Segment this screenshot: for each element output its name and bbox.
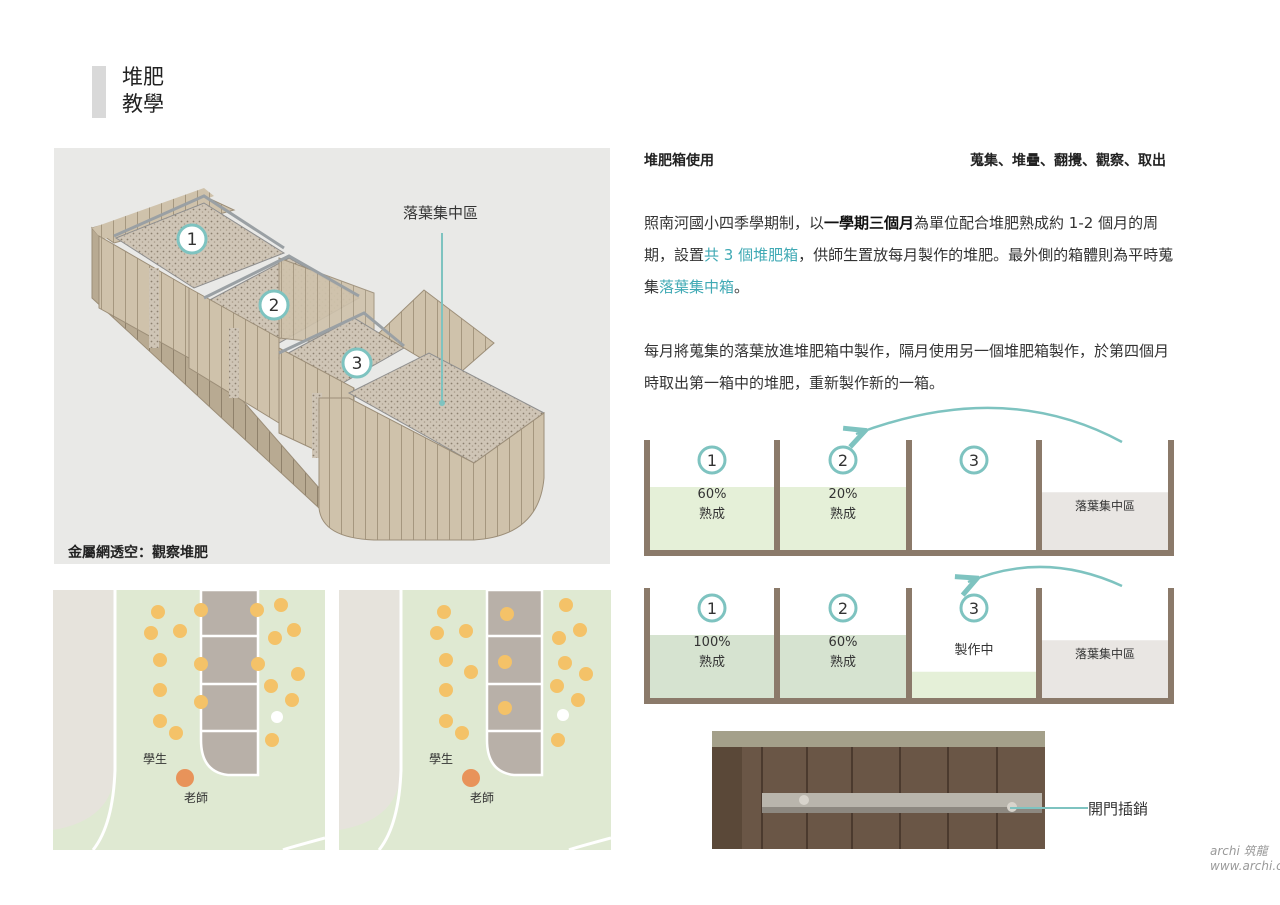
bin-top-2-fill (780, 487, 906, 550)
bin-top-wall (1168, 440, 1174, 556)
bin-bottom-4-fill (1042, 640, 1168, 698)
bin-top-1-percent: 60% (698, 487, 727, 502)
bin-top-1-fill (650, 487, 774, 550)
bin-top-3-number: 3 (969, 451, 979, 470)
bins-row-top: 1 60% 熟成 2 20% 熟成 3 落葉集中區 (644, 440, 1174, 556)
teacher-label: 老師 (470, 791, 494, 805)
section-title: 堆肥箱使用 (644, 153, 714, 169)
bin-top-1-number: 1 (707, 451, 717, 470)
bin-bottom-2-fill (780, 635, 906, 698)
teacher-dot (462, 769, 480, 787)
site-plan-right: 學生 老師 (339, 590, 611, 850)
bin-top-2-state: 熟成 (830, 506, 856, 522)
students-dots (430, 598, 593, 747)
bin-bottom-wall (906, 588, 912, 704)
bin-top-wall (1036, 440, 1042, 556)
latch-photo-drawing (712, 731, 1045, 849)
para1-text-4: 。 (734, 278, 750, 296)
bin-bottom-3-state: 製作中 (954, 643, 993, 658)
bin-bottom-1-number: 1 (707, 599, 717, 618)
page-title: 堆肥 教學 (122, 64, 164, 118)
bin-bottom-3-fill (912, 671, 1036, 698)
bin-top-3-badge (959, 445, 989, 475)
marker-dot (557, 709, 569, 721)
bin-bottom-2-state: 熟成 (830, 654, 856, 670)
bin-bottom-wall (774, 588, 780, 704)
bin-top-wall (644, 440, 650, 556)
bin-bottom-floor (644, 698, 1174, 704)
intro-paragraph: 照南河國小四季學期制，以一學期三個月為單位配合堆肥熟成約 1-2 個月的周期，設… (644, 207, 1174, 303)
bin-rotation-svg: 1 60% 熟成 2 20% 熟成 3 落葉集中區 1 100% 熟成 2 60% 熟成 3 製作中 落葉集中… (644, 406, 1174, 704)
teacher-dot (176, 769, 194, 787)
page-title-line1: 堆肥 (122, 65, 164, 89)
axonometric-caption: 金屬網透空：觀察堆肥 (68, 545, 208, 561)
bin-top-wall (906, 440, 912, 556)
latch-bar (762, 793, 1042, 807)
rotation-paragraph: 每月將蒐集的落葉放進堆肥箱中製作，隔月使用另一個堆肥箱製作，於第四個月時取出第一… (644, 342, 1170, 392)
bin-bottom-1-badge (697, 593, 727, 623)
page-title-line2: 教學 (122, 92, 164, 116)
latch-leader (1010, 807, 1088, 809)
bin-rotation-diagram: 1 60% 熟成 2 20% 熟成 3 落葉集中區 1 100% 熟成 2 60% 熟成 3 製作中 落葉集中… (644, 400, 1174, 710)
rotation-arrow-top (856, 406, 1123, 442)
para1-highlight-leaf: 落葉集中箱 (659, 278, 735, 296)
bin-bottom-3-badge (959, 593, 989, 623)
rotation-arrow-bottom (968, 565, 1123, 586)
bin-bottom-2-number: 2 (838, 599, 848, 618)
para1-text-2: 為單位配合堆肥熟成約 1-2 個月的周期，設置 (644, 214, 1159, 264)
title-accent-bar (92, 66, 106, 118)
bin-top-4-fill (1042, 492, 1168, 550)
latch-photo (712, 731, 1045, 849)
bin-3-badge (341, 347, 373, 379)
bin-top-1-badge (697, 445, 727, 475)
section-steps: 蒐集、堆疊、翻攪、觀察、取出 (970, 153, 1166, 169)
bin-bottom-1-percent: 100% (693, 635, 730, 650)
bin-top-2-percent: 20% (829, 487, 858, 502)
bin-bottom-wall (644, 588, 650, 704)
bin-2-badge (258, 289, 290, 321)
site-plan-left: 學生 老師 (53, 590, 325, 850)
student-label: 學生 (143, 752, 167, 766)
teacher-label: 老師 (184, 791, 208, 805)
bin-bottom-4-state: 落葉集中區 (1075, 646, 1135, 661)
bin-2-number: 2 (269, 296, 280, 316)
student-label: 學生 (429, 752, 453, 766)
compost-bin-axonometric: 1 2 3 (54, 148, 610, 564)
bin-1-badge (176, 223, 208, 255)
students-dots (144, 598, 305, 747)
para1-text-1: 照南河國小四季學期制，以 (644, 214, 825, 232)
bin-bottom-wall (1168, 588, 1174, 704)
marker-dot (271, 711, 283, 723)
bin-top-1-state: 熟成 (699, 506, 725, 522)
bin-bottom-wall (1036, 588, 1042, 704)
bin-top-floor (644, 550, 1174, 556)
bin-bottom-3-number: 3 (969, 599, 979, 618)
bin-bottom-2-badge (828, 593, 858, 623)
bin-top-2-number: 2 (838, 451, 848, 470)
leaf-area-label: 落葉集中區 (403, 204, 479, 222)
bin-top-2-badge (828, 445, 858, 475)
para1-bold: 一學期三個月 (824, 214, 915, 232)
site-plan-left-drawing: 學生 老師 (53, 590, 325, 850)
bin-1-number: 1 (187, 230, 198, 250)
site-plan-right-drawing: 學生 老師 (339, 590, 611, 850)
para1-text-3: ，供師生置放每月製作的堆肥。最外側的箱體則為平時蒐集 (644, 246, 1174, 296)
bin-bottom-1-fill (650, 635, 774, 698)
para1-highlight-bins: 共 3 個堆肥箱 (704, 246, 799, 264)
bin-3-number: 3 (352, 354, 363, 374)
latch-label: 開門插銷 (1088, 800, 1149, 818)
bin-top-4-state: 落葉集中區 (1075, 498, 1135, 513)
axonometric-drawing: 1 2 3 (90, 188, 545, 541)
bin-bottom-2-percent: 60% (829, 635, 858, 650)
watermark: archi 筑龍 www.archi.cn (1210, 844, 1280, 873)
bins-row-bottom: 1 100% 熟成 2 60% 熟成 3 製作中 落葉集中區 (644, 588, 1174, 704)
bin-top-wall (774, 440, 780, 556)
bin-bottom-1-state: 熟成 (699, 654, 725, 670)
